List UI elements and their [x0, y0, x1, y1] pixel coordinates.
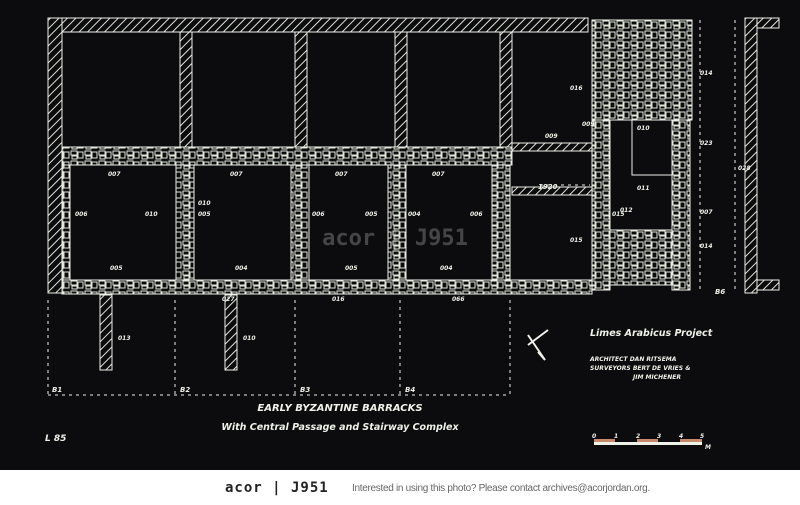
- svg-text:023: 023: [700, 140, 713, 147]
- svg-text:007: 007: [700, 209, 713, 216]
- walls-stone: [61, 19, 693, 295]
- svg-text:006: 006: [470, 211, 483, 218]
- svg-text:066: 066: [452, 296, 465, 303]
- project-name: Limes Arabicus Project: [590, 328, 713, 339]
- svg-text:1: 1: [614, 433, 618, 440]
- svg-text:015: 015: [570, 237, 583, 244]
- svg-text:B3: B3: [300, 386, 310, 394]
- section-lines: [47, 20, 736, 396]
- usage-notice: Interested in using this photo? Please c…: [352, 483, 650, 494]
- svg-text:0: 0: [592, 433, 596, 440]
- svg-text:5: 5: [700, 433, 704, 440]
- barracks-plan-drawing: 007 007 007 007 006 005 010 010 005 004 …: [45, 17, 780, 451]
- svg-text:007: 007: [108, 171, 121, 178]
- svg-text:004: 004: [440, 265, 453, 272]
- surveyors-credit: SURVEYORS BERT DE VRIES &: [590, 365, 690, 372]
- svg-text:1920: 1920: [538, 183, 558, 191]
- svg-text:007: 007: [335, 171, 348, 178]
- svg-text:4: 4: [679, 433, 683, 440]
- svg-text:B6: B6: [715, 288, 725, 296]
- svg-text:016: 016: [332, 296, 345, 303]
- svg-text:006: 006: [75, 211, 88, 218]
- svg-text:009: 009: [582, 121, 595, 128]
- svg-text:004: 004: [408, 211, 421, 218]
- svg-text:028: 028: [738, 165, 751, 172]
- svg-text:005: 005: [365, 211, 378, 218]
- svg-text:027: 027: [222, 296, 235, 303]
- svg-text:011: 011: [637, 185, 650, 192]
- section-markers: B1 B2 B3 B4 B6: [52, 288, 725, 394]
- plan-subtitle: With Central Passage and Stairway Comple…: [221, 422, 459, 433]
- watermark: acor | J951: [322, 226, 468, 251]
- svg-text:2: 2: [636, 433, 640, 440]
- scale-bar: 0 1 2 3 4 5 M: [592, 433, 711, 451]
- svg-text:014: 014: [700, 70, 713, 77]
- room-labels: 007 007 007 007 006 005 010 010 005 004 …: [75, 70, 751, 342]
- svg-text:012: 012: [620, 207, 633, 214]
- svg-text:004: 004: [235, 265, 248, 272]
- svg-text:010: 010: [145, 211, 158, 218]
- svg-text:013: 013: [118, 335, 131, 342]
- svg-text:005: 005: [110, 265, 123, 272]
- svg-text:016: 016: [570, 85, 583, 92]
- svg-text:005: 005: [198, 211, 211, 218]
- plan-title: EARLY BYZANTINE BARRACKS: [257, 403, 422, 414]
- footer: [0, 470, 800, 505]
- archive-photo: 007 007 007 007 006 005 010 010 005 004 …: [0, 0, 800, 470]
- architect-credit: ARCHITECT DAN RITSEMA: [589, 356, 677, 363]
- svg-text:010: 010: [637, 125, 650, 132]
- sheet-number: L 85: [45, 434, 66, 444]
- svg-text:B4: B4: [405, 386, 415, 394]
- svg-text:B1: B1: [52, 386, 62, 394]
- surveyors-credit-2: JIM MICHENER: [632, 374, 681, 381]
- svg-text:007: 007: [230, 171, 243, 178]
- acor-logo: acor | J951: [225, 480, 329, 496]
- north-arrow: [527, 329, 549, 361]
- svg-text:007: 007: [432, 171, 445, 178]
- svg-text:B2: B2: [180, 386, 190, 394]
- svg-text:006: 006: [312, 211, 325, 218]
- svg-text:3: 3: [657, 433, 661, 440]
- svg-text:009: 009: [545, 133, 558, 140]
- svg-text:015: 015: [612, 211, 625, 218]
- svg-text:M: M: [705, 444, 711, 451]
- svg-text:014: 014: [700, 243, 713, 250]
- svg-text:010: 010: [198, 200, 211, 207]
- svg-text:005: 005: [345, 265, 358, 272]
- svg-text:010: 010: [243, 335, 256, 342]
